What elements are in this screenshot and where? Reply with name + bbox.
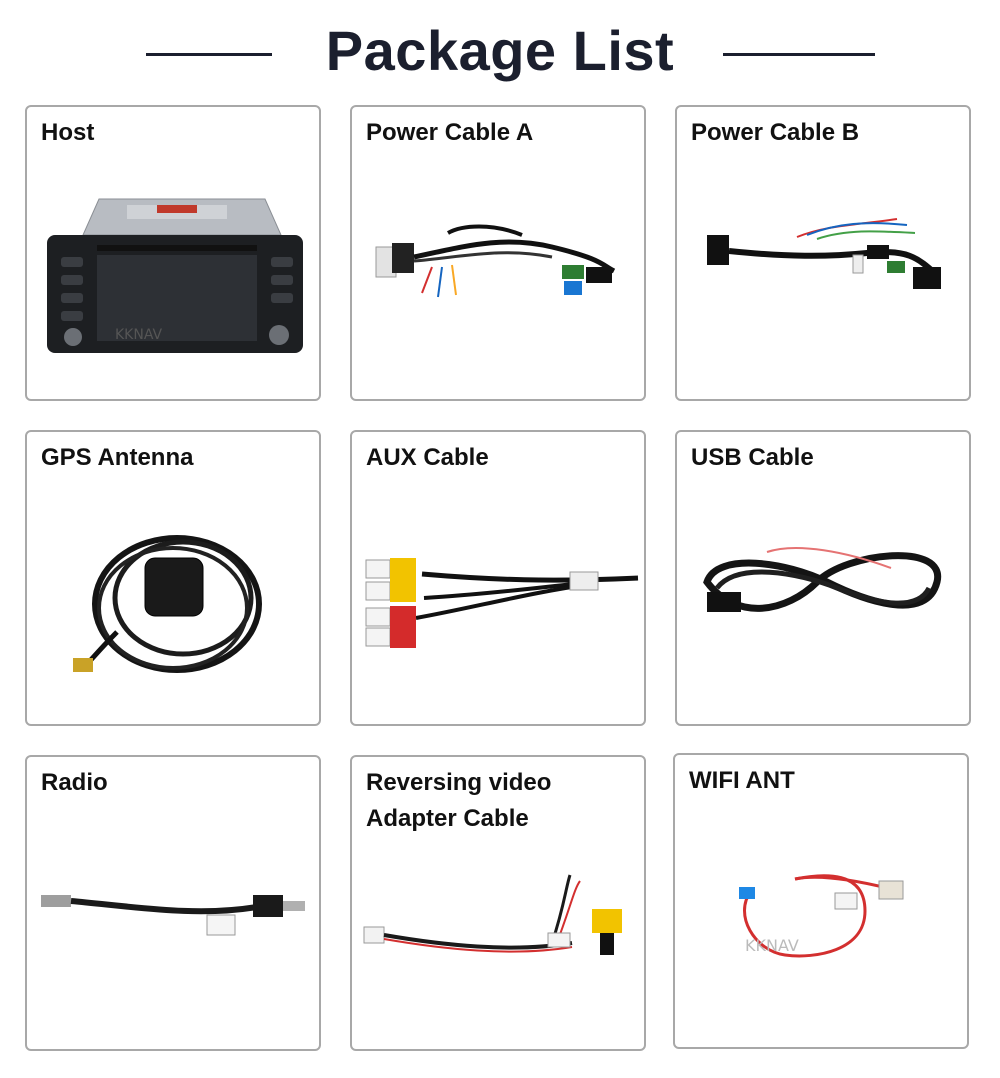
item-label-line1: Reversing video <box>366 769 552 796</box>
package-item-wifi-ant: WIFI ANT KKNAV <box>673 753 969 1049</box>
package-item-power-cable-a: Power Cable A <box>350 105 646 401</box>
header-rule-left <box>146 53 272 56</box>
wifi-antenna-image: KKNAV <box>739 874 904 958</box>
svg-text:KKNAV: KKNAV <box>745 936 799 955</box>
item-label: Power Cable A <box>366 119 534 146</box>
video-adapter-cable-image <box>363 874 622 955</box>
item-label: AUX Cable <box>366 444 489 471</box>
package-item-usb-cable: USB Cable <box>675 430 971 726</box>
item-label: GPS Antenna <box>41 444 194 471</box>
item-label-line2: Adapter Cable <box>366 805 529 832</box>
package-item-host: Host KKNAV <box>25 105 321 401</box>
page-title: Package List <box>325 19 675 82</box>
item-label: USB Cable <box>691 444 814 471</box>
item-label: Power Cable B <box>691 119 860 146</box>
header-rule-right <box>723 53 875 56</box>
item-label: Radio <box>41 769 108 796</box>
wiring-harness-image <box>375 224 616 298</box>
rca-cable-image <box>365 558 639 648</box>
gps-antenna-image <box>73 535 262 673</box>
page-header: Package List <box>0 14 1000 94</box>
item-label: Reversing video Adapter Cable <box>366 765 634 837</box>
package-item-gps-antenna: GPS Antenna <box>25 430 321 726</box>
wiring-harness-image <box>707 218 941 289</box>
svg-text:KKNAV: KKNAV <box>115 327 163 343</box>
radio-antenna-adapter-image <box>41 895 305 936</box>
car-stereo-unit-image: KKNAV <box>47 198 303 353</box>
package-item-radio: Radio <box>25 755 321 1051</box>
package-item-aux-cable: AUX Cable <box>350 430 646 726</box>
package-item-power-cable-b: Power Cable B <box>675 105 971 401</box>
item-label: WIFI ANT <box>689 767 795 794</box>
item-label: Host <box>41 119 95 146</box>
package-item-reversing-video-adapter-cable: Reversing video Adapter Cable <box>350 755 646 1051</box>
usb-cable-image <box>703 547 942 612</box>
